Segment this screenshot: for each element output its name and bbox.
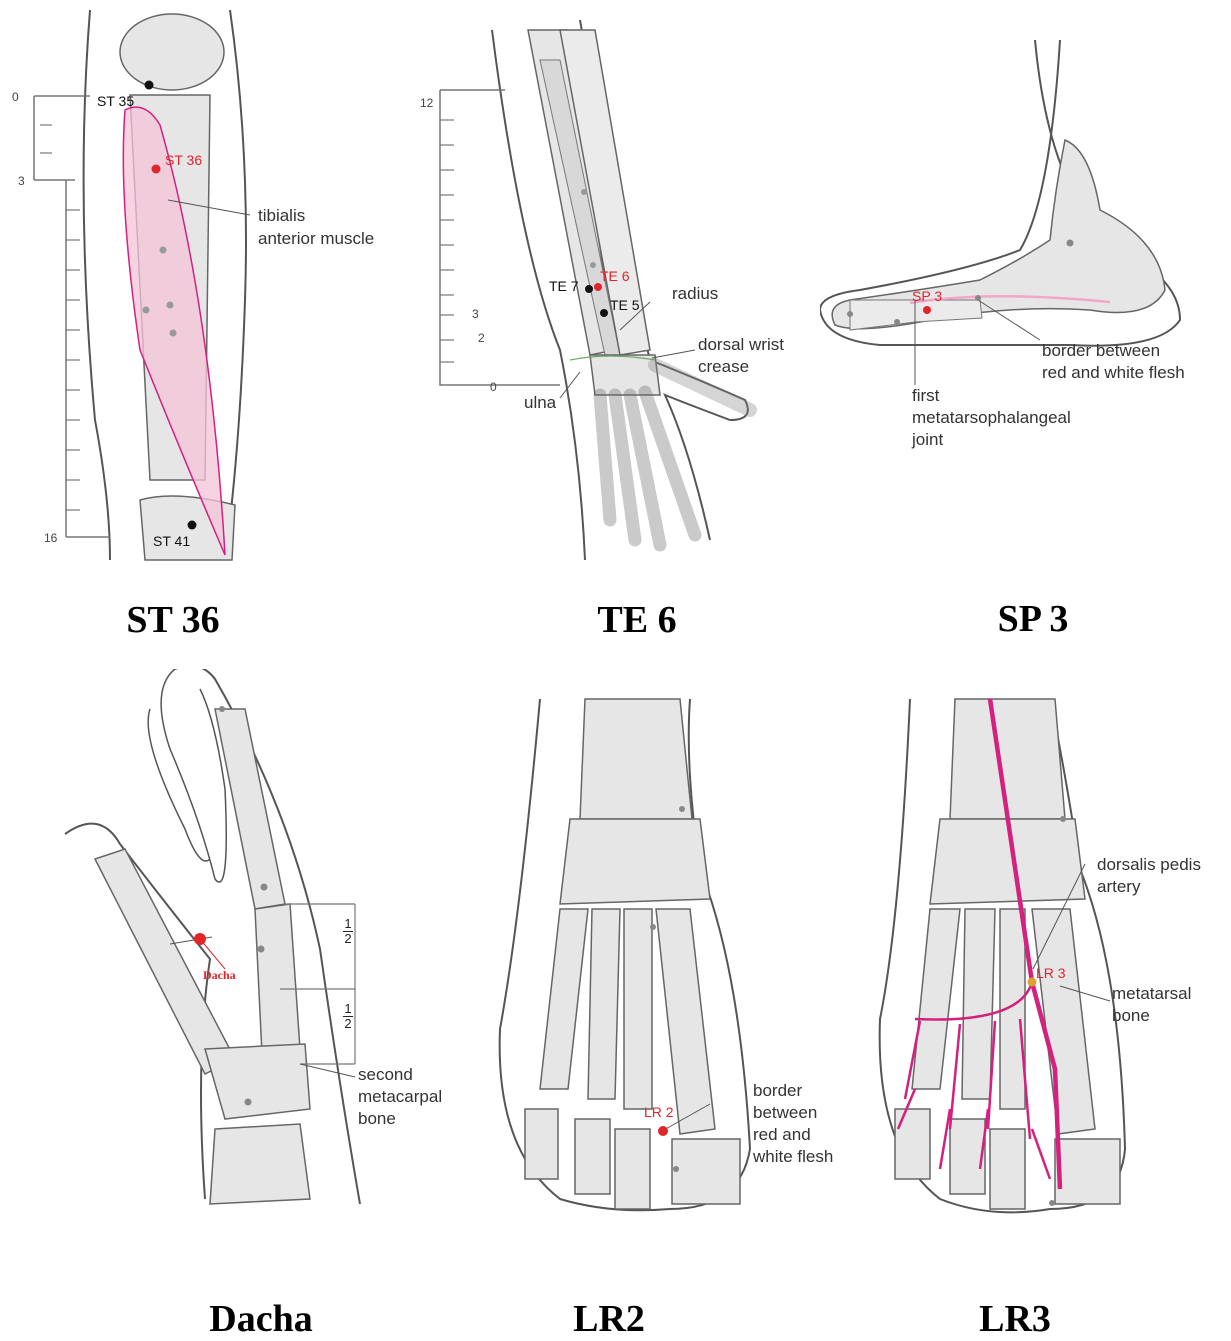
scale-label: 3: [18, 174, 25, 188]
st36-point: [152, 165, 161, 174]
ulna-label: ulna: [524, 392, 556, 413]
tibialis-label: tibialis: [258, 205, 305, 226]
caption-te6: TE 6: [432, 598, 842, 642]
te5-point: [600, 309, 608, 317]
te6-point: [594, 283, 602, 291]
panel-st36: 0 3 16 ST 35 ST 36 ST 41 tibialis anteri…: [0, 0, 410, 668]
scale-label: 16: [44, 531, 57, 545]
border-label: between: [753, 1102, 817, 1123]
border-label: red and: [753, 1124, 811, 1145]
metatarsal-label: metatarsal: [1112, 983, 1191, 1004]
st35-point: [145, 81, 154, 90]
wrist-crease-label: dorsal wrist: [698, 334, 784, 355]
st35-label: ST 35: [97, 93, 134, 109]
caption-st36: ST 36: [0, 598, 378, 642]
lr3-label: LR 3: [1036, 965, 1066, 981]
te7-label: TE 7: [549, 278, 579, 294]
joint-label: metatarsophalangeal: [912, 407, 1071, 428]
st41-point: [188, 521, 197, 530]
sp3-label: SP 3: [912, 288, 942, 304]
panel-te6: 12 3 2 0 TE 7 TE 6 TE 5 radius dorsal wr…: [410, 0, 820, 668]
artery-label: artery: [1097, 876, 1140, 897]
metatarsal-label: bone: [1112, 1005, 1150, 1026]
panel-lr2: LR 2 border between red and white flesh …: [410, 669, 820, 1337]
border-label: border between: [1042, 340, 1160, 361]
scale-label: 3: [472, 307, 479, 321]
st41-label: ST 41: [153, 533, 190, 549]
border-label: border: [753, 1080, 802, 1101]
panel-dacha: 1 2 1 2 Dacha second metacarpal bone Dac…: [0, 669, 410, 1337]
te6-label: TE 6: [600, 268, 630, 284]
fraction-lower: 1 2: [343, 1002, 353, 1031]
te5-label: TE 5: [610, 297, 640, 313]
caption-lr3: LR3: [810, 1297, 1220, 1341]
radius-label: radius: [672, 283, 718, 304]
scale-label: 0: [12, 90, 19, 104]
fraction-den: 2: [343, 932, 353, 946]
joint-label: joint: [912, 429, 943, 450]
fraction-upper: 1 2: [343, 917, 353, 946]
caption-lr2: LR2: [404, 1297, 814, 1341]
dacha-label: Dacha: [203, 968, 236, 983]
metacarpal-label: bone: [358, 1108, 396, 1129]
fraction-num: 1: [343, 1002, 353, 1016]
wrist-crease-label: crease: [698, 356, 749, 377]
dacha-point: [194, 933, 206, 945]
fraction-den: 2: [343, 1017, 353, 1031]
sp3-point: [923, 306, 931, 314]
caption-sp3: SP 3: [828, 597, 1231, 641]
fraction-num: 1: [343, 917, 353, 931]
leg-illustration: [0, 0, 410, 668]
lr2-label: LR 2: [644, 1104, 674, 1120]
tibialis-label: anterior muscle: [258, 228, 374, 249]
panel-sp3: SP 3 border between red and white flesh …: [820, 0, 1230, 668]
lr2-point: [658, 1126, 668, 1136]
scale-label: 12: [420, 96, 433, 110]
te7-point: [585, 285, 593, 293]
scale-label: 2: [478, 331, 485, 345]
panel-lr3: LR 3 dorsalis pedis artery metatarsal bo…: [820, 669, 1230, 1337]
foot-top-illustration: [410, 669, 820, 1337]
border-label: red and white flesh: [1042, 362, 1185, 383]
scale-label: 0: [490, 380, 497, 394]
artery-label: dorsalis pedis: [1097, 854, 1201, 875]
foot-side-illustration: [820, 0, 1230, 668]
joint-label: first: [912, 385, 939, 406]
metacarpal-label: second: [358, 1064, 413, 1085]
st36-label: ST 36: [165, 152, 202, 168]
